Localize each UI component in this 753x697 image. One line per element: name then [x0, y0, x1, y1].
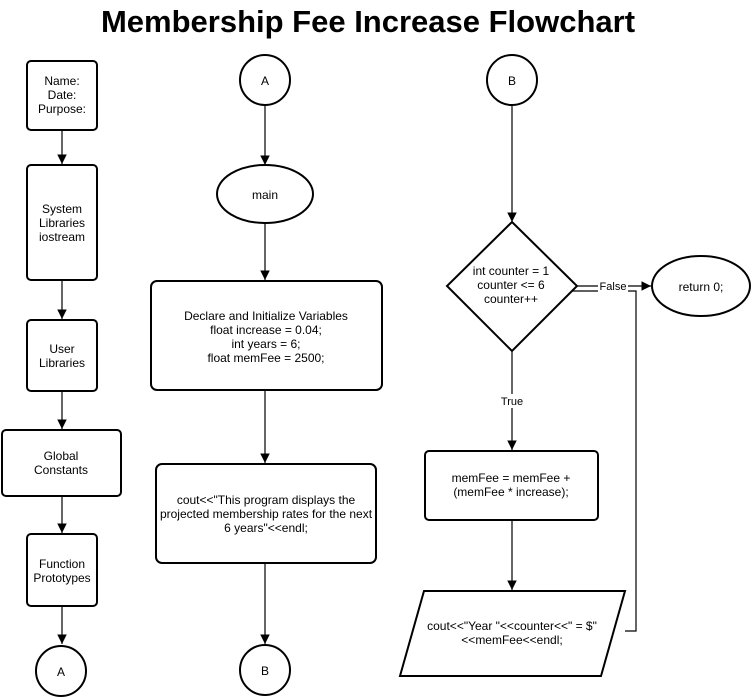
connector-b-col2-label: B: [261, 664, 269, 678]
header-purpose-label: Purpose:: [38, 102, 86, 116]
declare-line-1: Declare and Initialize Variables: [184, 309, 348, 323]
return-terminal: return 0;: [651, 255, 751, 317]
true-label: True: [501, 396, 523, 408]
decision-line-3: counter++: [484, 292, 538, 306]
update-fee-line-1: memFee = memFee +: [452, 471, 571, 485]
system-libraries-box: System Libraries iostream: [26, 164, 98, 281]
cout-year-line-1: cout<<"Year "<<counter<<" = $": [427, 619, 597, 633]
header-name-label: Name:: [44, 74, 79, 88]
connector-b-col2: B: [239, 644, 291, 696]
decision-line-1: int counter = 1: [473, 264, 550, 278]
system-libraries-line-1: System: [42, 202, 82, 216]
true-edge-label: True: [497, 394, 527, 408]
connector-a-col2-label: A: [261, 74, 269, 88]
update-fee-box: memFee = memFee + (memFee * increase);: [424, 450, 599, 521]
user-libraries-line-1: User: [49, 342, 74, 356]
connector-b-col3-label: B: [508, 74, 516, 88]
cout-intro-line-1: cout<<"This program displays the: [177, 493, 356, 507]
cout-intro-line-2: projected membership rates for the next: [160, 507, 373, 521]
main-terminal: main: [216, 164, 314, 224]
connector-a-col2: A: [239, 54, 291, 106]
false-label: False: [600, 281, 627, 293]
declare-line-3: int years = 6;: [231, 337, 300, 351]
return-label: return 0;: [679, 280, 724, 294]
declare-line-2: float increase = 0.04;: [210, 323, 322, 337]
edge-loop-back-to-decision: [545, 286, 637, 632]
global-constants-line-2: Constants: [34, 463, 88, 477]
connector-b-col3: B: [486, 54, 538, 106]
cout-intro-line-3: 6 years"<<endl;: [224, 521, 308, 535]
decision-line-2: counter <= 6: [477, 278, 545, 292]
declare-line-4: float memFee = 2500;: [207, 351, 324, 365]
connector-a-col1-label: A: [57, 665, 65, 679]
loop-decision-diamond: int counter = 1 counter <= 6 counter++: [445, 220, 579, 353]
connector-a-col1: A: [35, 645, 87, 697]
header-box: Name: Date: Purpose:: [26, 60, 98, 131]
function-prototypes-box: Function Prototypes: [26, 533, 98, 607]
page-title: Membership Fee Increase Flowchart: [101, 4, 635, 39]
user-libraries-box: User Libraries: [26, 319, 98, 392]
header-date-label: Date:: [48, 88, 77, 102]
user-libraries-line-2: Libraries: [39, 356, 85, 370]
system-libraries-line-3: iostream: [39, 230, 85, 244]
false-edge-label: False: [598, 279, 628, 293]
cout-year-parallelogram: cout<<"Year "<<counter<<" = $" <<memFee<…: [398, 590, 627, 677]
main-label: main: [252, 188, 278, 202]
system-libraries-line-2: Libraries: [39, 216, 85, 230]
cout-year-line-2: <<memFee<<endl;: [461, 633, 562, 647]
global-constants-line-1: Global: [44, 449, 79, 463]
declare-variables-box: Declare and Initialize Variables float i…: [150, 280, 383, 391]
function-prototypes-line-2: Prototypes: [33, 571, 90, 585]
function-prototypes-line-1: Function: [39, 557, 85, 571]
cout-intro-box: cout<<"This program displays the project…: [155, 463, 377, 564]
update-fee-line-2: (memFee * increase);: [453, 485, 568, 499]
global-constants-box: Global Constants: [1, 429, 122, 497]
